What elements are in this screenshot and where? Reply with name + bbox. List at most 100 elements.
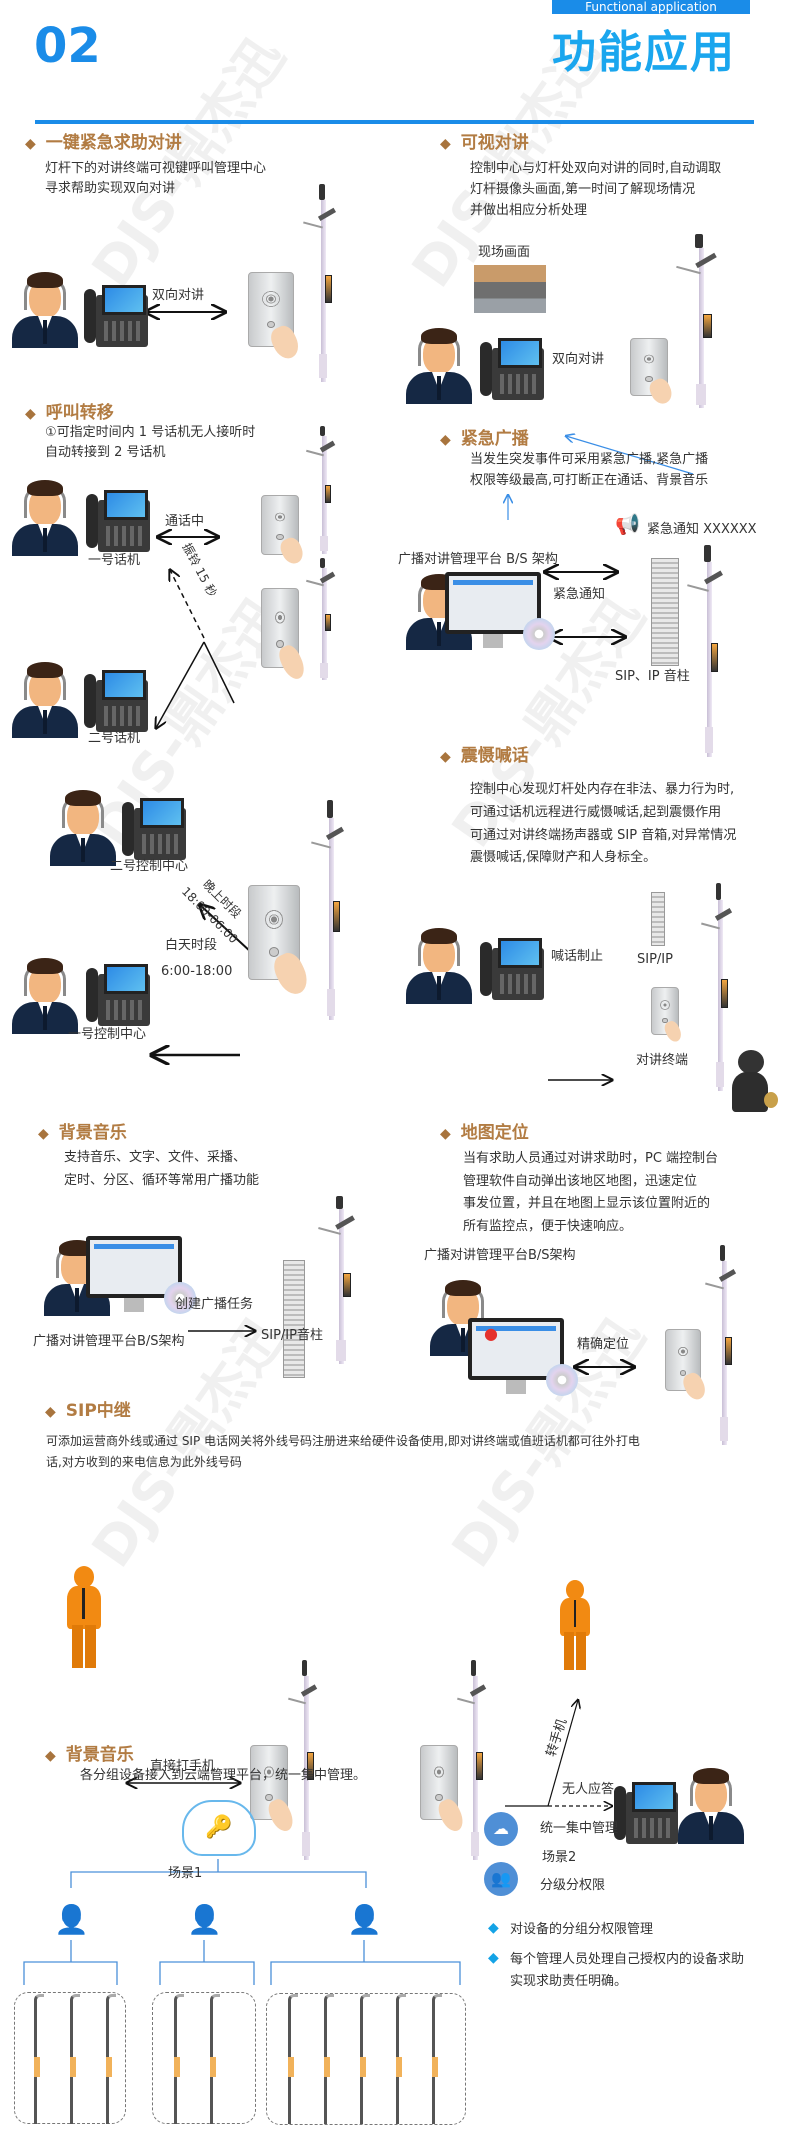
legs <box>563 1632 587 1670</box>
keypad <box>104 321 142 341</box>
hair <box>421 328 457 344</box>
pole-light <box>432 2057 438 2077</box>
pole-screen <box>332 901 340 932</box>
operator-avatar <box>10 662 80 738</box>
pole-shaft <box>722 1261 728 1445</box>
call-button <box>265 1794 273 1802</box>
heading-text: 震慑喊话 <box>460 746 529 766</box>
desc-line: 可添加运营商外线或通过 SIP 电话网关将外线号码注册进来给硬件设备使用,即对讲… <box>46 1434 640 1448</box>
wind-turbine <box>318 184 325 200</box>
intercom-terminal <box>261 495 307 567</box>
thief-figure <box>728 1050 778 1116</box>
app-header <box>94 1244 174 1249</box>
sip-label: SIP/IP <box>637 952 673 967</box>
loudspeaker-icon: 📢 <box>615 512 640 536</box>
map-pin-icon: ● <box>484 1324 498 1343</box>
cloud-key-icon: 🔑 <box>182 1800 256 1856</box>
desc-line: 自动转接到 2 号话机 <box>45 445 166 460</box>
smart-pole <box>306 800 356 1020</box>
computer <box>445 572 555 652</box>
two-way-label: 双向对讲 <box>552 352 605 367</box>
intercom-terminal <box>250 1745 297 1835</box>
tie <box>43 528 47 552</box>
bullet-text: 对设备的分组分权限管理 <box>510 1922 654 1937</box>
desc-line: 并做出相应分析处理 <box>470 203 588 218</box>
desc-line: 可通过对讲终端扬声器或 SIP 音箱,对异常情况 <box>470 828 737 843</box>
smart-pole <box>682 545 736 757</box>
phone-screen <box>498 338 542 368</box>
heading-emergency-broadcast: ◆紧急广播 <box>440 424 529 449</box>
user-check-icon: 👤 <box>54 1903 89 1936</box>
heading-emergency-intercom: ◆一键紧急求助对讲 <box>25 128 182 153</box>
heading-map-location: ◆地图定位 <box>440 1118 529 1143</box>
desc-line: 控制中心发现灯杆处内存在非法、暴力行为时, <box>470 782 735 797</box>
transfer-arrow <box>156 641 205 728</box>
street-light-icon <box>70 1994 80 2124</box>
desc-line: 寻求帮助实现双向对讲 <box>45 181 176 196</box>
desk-phone <box>480 938 544 1000</box>
direct-call-label: 直接打手机 <box>150 1759 216 1774</box>
intercom-terminal <box>248 272 304 362</box>
pole-base <box>320 536 328 552</box>
diamond-icon: ◆ <box>38 1126 49 1142</box>
pole-shaft <box>718 899 724 1091</box>
handset <box>480 342 492 396</box>
header-divider <box>35 120 754 124</box>
tie <box>43 320 47 344</box>
bullet-text: 实现求助责任明确。 <box>510 1974 628 1989</box>
pole-base <box>696 383 706 405</box>
operator-avatar <box>10 480 80 556</box>
desc-line: 事发位置，并且在地图上显示该位置附近的 <box>463 1196 711 1211</box>
phone-screen <box>498 938 542 968</box>
pole-shaft <box>473 1676 479 1860</box>
heading-background-music: ◆背景音乐 <box>38 1118 127 1143</box>
diamond-icon: ◆ <box>25 406 36 422</box>
street-light-icon <box>288 1994 298 2124</box>
desc-line: 灯杆摄像头画面,第一时间了解现场情况 <box>470 182 696 197</box>
day-label: 白天时段 <box>165 938 218 953</box>
pole-shaft <box>322 436 328 554</box>
transfer-mobile-arrow <box>547 1700 578 1807</box>
street-light-icon <box>360 1994 370 2124</box>
heading-text: 背景音乐 <box>65 1745 134 1765</box>
pole-base <box>720 1417 728 1441</box>
tie <box>437 376 441 400</box>
diamond-icon: ◆ <box>440 432 451 448</box>
heading-deterrent-shout: ◆震慑喊话 <box>440 741 529 766</box>
heading-text: SIP中继 <box>65 1401 131 1421</box>
operator-avatar <box>404 928 474 1004</box>
pole-base <box>302 1832 310 1856</box>
computer <box>86 1236 196 1316</box>
pole-base <box>336 1340 346 1361</box>
thief-head <box>738 1050 764 1074</box>
speaker-column <box>651 892 665 946</box>
wind-turbine <box>320 426 326 437</box>
pole-base <box>716 1061 724 1087</box>
smart-pole <box>312 1196 370 1364</box>
hair <box>27 958 63 974</box>
speaker-grille <box>641 353 657 366</box>
wind-turbine <box>719 1245 726 1261</box>
smart-pole <box>302 426 346 554</box>
heading-cloud-management: ◆ 背景音乐 <box>45 1740 134 1765</box>
platform-label: 广播对讲管理平台B/S架构 <box>424 1248 576 1263</box>
hair <box>65 790 101 806</box>
monitor <box>445 572 541 634</box>
terminal-label: 对讲终端 <box>636 1053 689 1068</box>
monitor-stand <box>506 1380 526 1394</box>
pole-light <box>360 2057 366 2077</box>
desk-phone <box>86 490 150 552</box>
scene1-label: 场景1 <box>168 1866 203 1881</box>
street-light-icon <box>324 1994 334 2124</box>
smart-pole <box>283 1660 329 1860</box>
heading-text: 地图定位 <box>460 1123 529 1143</box>
monitor-stand <box>483 634 503 648</box>
org-tree <box>23 1859 461 1985</box>
diamond-icon: ◆ <box>45 1748 56 1764</box>
street-light-icon <box>34 1994 44 2124</box>
operator-avatar <box>676 1768 746 1844</box>
operator-avatar <box>10 272 80 348</box>
smart-pole <box>302 558 346 680</box>
bullet-diamond-icon: ◆ <box>488 1920 499 1936</box>
cd-icon <box>546 1364 578 1396</box>
